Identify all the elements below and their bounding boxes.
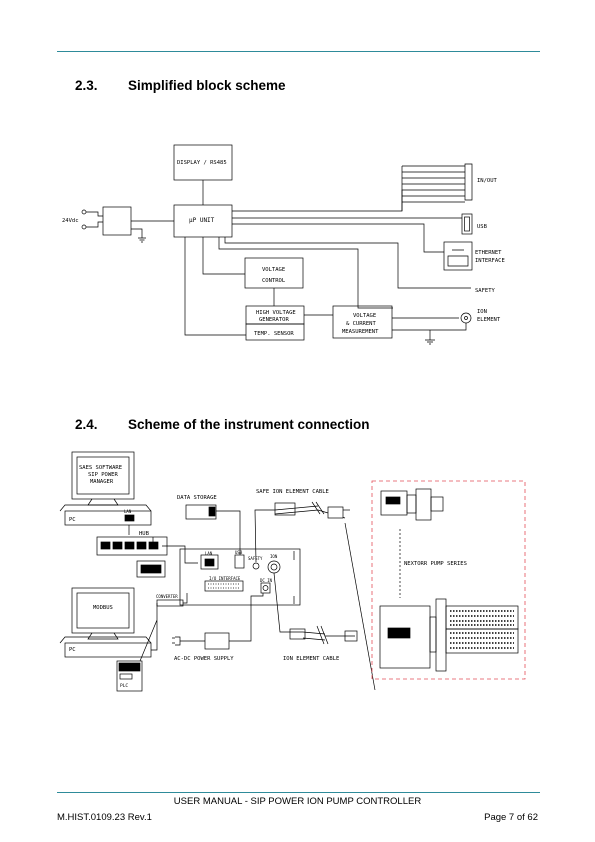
ion-cable-label: ION ELEMENT CABLE xyxy=(283,656,339,662)
usb-label: USB xyxy=(477,224,488,230)
measurement-block xyxy=(332,305,393,339)
hub-adapter xyxy=(136,560,166,578)
input-label: 24Vdc xyxy=(62,218,79,224)
ethernet-connector xyxy=(443,241,473,271)
monitor-1-label: MANAGER xyxy=(90,479,114,485)
controller xyxy=(179,548,301,606)
pc-1-label: PC xyxy=(69,517,76,523)
controller-usb-label: USB xyxy=(235,550,243,555)
ethernet-label-1: ETHERNET xyxy=(475,250,502,256)
ion-port-label: ION xyxy=(270,554,278,559)
monitor-1-label: SIP POWER xyxy=(88,472,118,478)
plc xyxy=(116,660,143,692)
in-out-label: IN/OUT xyxy=(477,178,498,184)
ion-label-1: ION xyxy=(477,309,487,315)
lan-label: LAN xyxy=(124,509,132,514)
monitor-1-label: SAES SOFTWARE xyxy=(79,465,122,471)
footer-title: USER MANUAL - SIP POWER ION PUMP CONTROL… xyxy=(173,796,422,807)
ac-dc-label: AC-DC POWER SUPPLY xyxy=(174,656,234,662)
ion-port xyxy=(267,560,281,574)
ac-dc-supply xyxy=(204,632,230,650)
pc-2-label: PC xyxy=(69,647,76,653)
data-storage-label: DATA STORAGE xyxy=(177,495,217,501)
section-number: 2.4. xyxy=(75,417,98,432)
nextorr-box xyxy=(371,480,526,680)
controller-lan-label: LAN xyxy=(205,551,213,556)
document-id: M.HIST.0109.23 Rev.1 xyxy=(57,812,152,823)
pc-1 xyxy=(64,510,152,526)
display-label: DISPLAY / RS485 xyxy=(177,160,227,166)
page-number: Page 7 of 62 xyxy=(484,812,538,823)
hv-generator-label: GENERATOR xyxy=(259,317,289,323)
ethernet-label-2: INTERFACE xyxy=(475,258,505,264)
usb-stick xyxy=(185,504,217,520)
ion-label-2: ELEMENT xyxy=(477,317,501,323)
io-interface-label: I/O INTERFACE xyxy=(209,576,241,581)
voltage-control-label: CONTROL xyxy=(262,278,286,284)
temp-sensor-block xyxy=(245,323,305,341)
pc-2 xyxy=(64,642,152,658)
measurement-label: & CURRENT xyxy=(346,321,376,327)
pump-brand-label: pump xyxy=(390,639,398,643)
converter xyxy=(156,599,184,607)
temp-sensor-label: TEMP. SENSOR xyxy=(254,331,294,337)
voltage-control-label: VOLTAGE xyxy=(262,267,285,273)
hv-generator-label: HIGH VOLTAGE xyxy=(256,310,296,316)
safety-port-label: SAFETY xyxy=(248,556,263,561)
hub-label: HUB xyxy=(139,531,150,537)
measurement-label: MEASUREMENT xyxy=(342,329,379,335)
section-title: Simplified block scheme xyxy=(128,78,286,93)
footer-rule xyxy=(57,792,540,793)
microprocessor-label: μP UNIT xyxy=(189,217,215,224)
safety-port xyxy=(252,562,260,570)
plc-label: PLC xyxy=(120,683,128,689)
section-title: Scheme of the instrument connection xyxy=(128,417,370,432)
safety-label: SAFETY xyxy=(475,288,496,294)
io-interface-port xyxy=(204,580,244,592)
measurement-label: VOLTAGE xyxy=(353,313,376,319)
safe-cable-label: SAFE ION ELEMENT CABLE xyxy=(256,489,329,495)
section-number: 2.3. xyxy=(75,78,98,93)
dc-in-port xyxy=(260,582,271,594)
usb-connector xyxy=(461,213,473,235)
dc-in-label: DC IN xyxy=(260,578,273,583)
nextorr-label: NEXTORR PUMP SERIES xyxy=(404,561,467,567)
header-rule xyxy=(57,51,540,52)
modbus-label: MODBUS xyxy=(93,605,113,611)
ion-element-symbol xyxy=(460,312,472,324)
monitor-2 xyxy=(71,587,135,634)
converter-label: CONVERTER xyxy=(156,594,178,599)
monitor-1 xyxy=(71,451,135,500)
